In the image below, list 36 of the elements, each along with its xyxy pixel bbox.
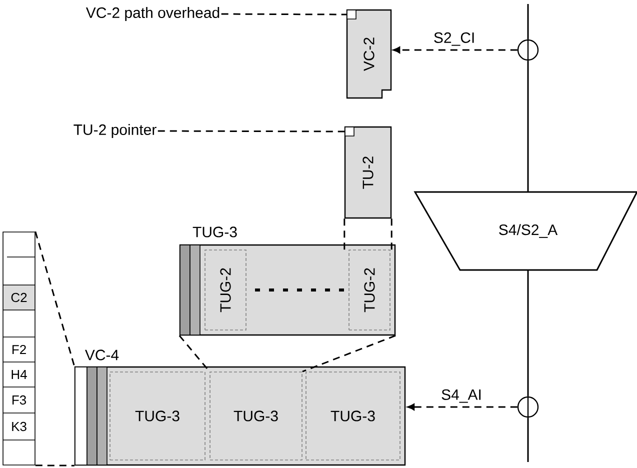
- zoom-line: [35, 464, 74, 466]
- cell-label: C2: [11, 292, 27, 302]
- leader-text: TU-2 pointer: [74, 124, 156, 138]
- zoom-line: [390, 218, 392, 250]
- leader-line: [158, 130, 345, 132]
- zoom-line: [34, 231, 76, 367]
- cell-label: H4: [12, 370, 27, 379]
- cell-label: F2: [12, 344, 26, 354]
- leader-text: VC-2 path overhead: [86, 7, 220, 21]
- leader-line: [221, 13, 347, 16]
- dashed-slot: TUG-3: [210, 372, 302, 460]
- signal-line: [527, 270, 529, 396]
- monitor-circle: [517, 396, 539, 418]
- node-label: VC-4: [84, 350, 119, 360]
- signal-line: [527, 4, 529, 40]
- monitor-circle: [517, 39, 539, 61]
- dashed-slot: TUG-3: [306, 372, 400, 460]
- dashed-slot: TUG-2: [204, 250, 246, 330]
- cell-label: K3: [12, 422, 26, 432]
- arrow: [393, 46, 518, 54]
- cell-label: F3: [12, 395, 26, 405]
- node-label: TUG-3: [192, 226, 237, 238]
- signal-line: [527, 418, 529, 462]
- arrow: [408, 404, 518, 410]
- edge-label: S2_CI: [434, 32, 474, 46]
- edge-label: S4_AI: [442, 389, 481, 403]
- container-box: VC-2: [346, 9, 392, 99]
- overhead-square: [346, 10, 356, 20]
- dashed-slot: TUG-2: [348, 250, 390, 330]
- container-box: TU-2: [344, 126, 392, 219]
- zoom-line: [302, 334, 396, 372]
- dashed-slot: TUG-3: [110, 372, 206, 460]
- pointer-square: [344, 126, 354, 136]
- overhead-column: [2, 232, 36, 466]
- zoom-line: [344, 218, 346, 250]
- signal-line: [527, 60, 529, 192]
